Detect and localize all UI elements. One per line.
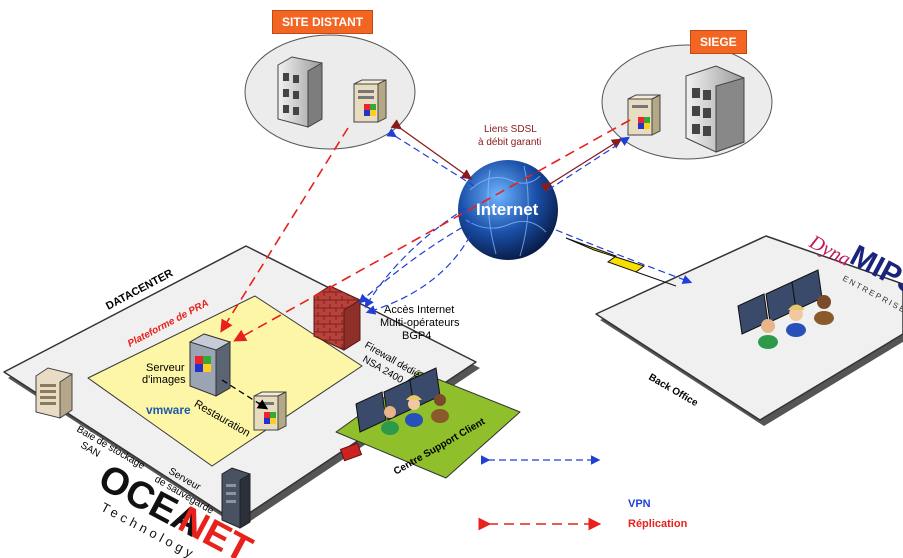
- firewall-icon: [313, 285, 361, 351]
- sdsl-label-1: Liens SDSL: [484, 124, 537, 135]
- san-storage-icon: [35, 367, 73, 419]
- replication-link: [233, 119, 631, 342]
- internet-label: Internet: [476, 200, 539, 219]
- vpn-link: [555, 229, 693, 284]
- backup-server-icon: [221, 467, 251, 529]
- siege-tag: SIEGE: [690, 30, 747, 54]
- workstations-icon: [737, 269, 823, 335]
- people-icon: [381, 394, 449, 435]
- access-label-3: BGP4: [402, 330, 432, 342]
- vpn-link: [386, 128, 475, 187]
- building-icon: [277, 56, 323, 128]
- people-icon: [758, 295, 834, 349]
- vpn-link: [547, 136, 631, 191]
- server-icon: [253, 391, 287, 431]
- image-server-label-1: Serveur: [146, 362, 185, 374]
- internet-globe-icon: [458, 160, 558, 260]
- image-server-icon: [188, 333, 232, 397]
- vpn-link: [365, 235, 471, 315]
- site-distant-zone: [244, 34, 416, 150]
- vpn-link: [358, 221, 473, 304]
- access-label-1: Accès Internet: [384, 304, 455, 316]
- legend-vpn: VPN: [628, 498, 651, 510]
- sdsl-link: [390, 119, 473, 180]
- restoration-link: [221, 379, 269, 410]
- image-server-label-2: d'images: [142, 374, 186, 386]
- vmware-logo: vmware: [146, 403, 191, 417]
- sdsl-link: [540, 138, 623, 193]
- site-distant-tag: SITE DISTANT: [272, 10, 374, 34]
- server-icon: [627, 94, 661, 136]
- device-icon: [339, 442, 363, 462]
- sdsl-label-2: à débit garanti: [478, 137, 542, 148]
- vpn-link: [364, 207, 467, 309]
- access-label-2: Multi-opérateurs: [380, 317, 460, 329]
- building-icon: [685, 65, 745, 153]
- server-icon: [353, 79, 387, 123]
- replication-link: [220, 127, 349, 333]
- lightning-icon: [565, 237, 677, 287]
- legend-replication: Réplication: [628, 518, 688, 530]
